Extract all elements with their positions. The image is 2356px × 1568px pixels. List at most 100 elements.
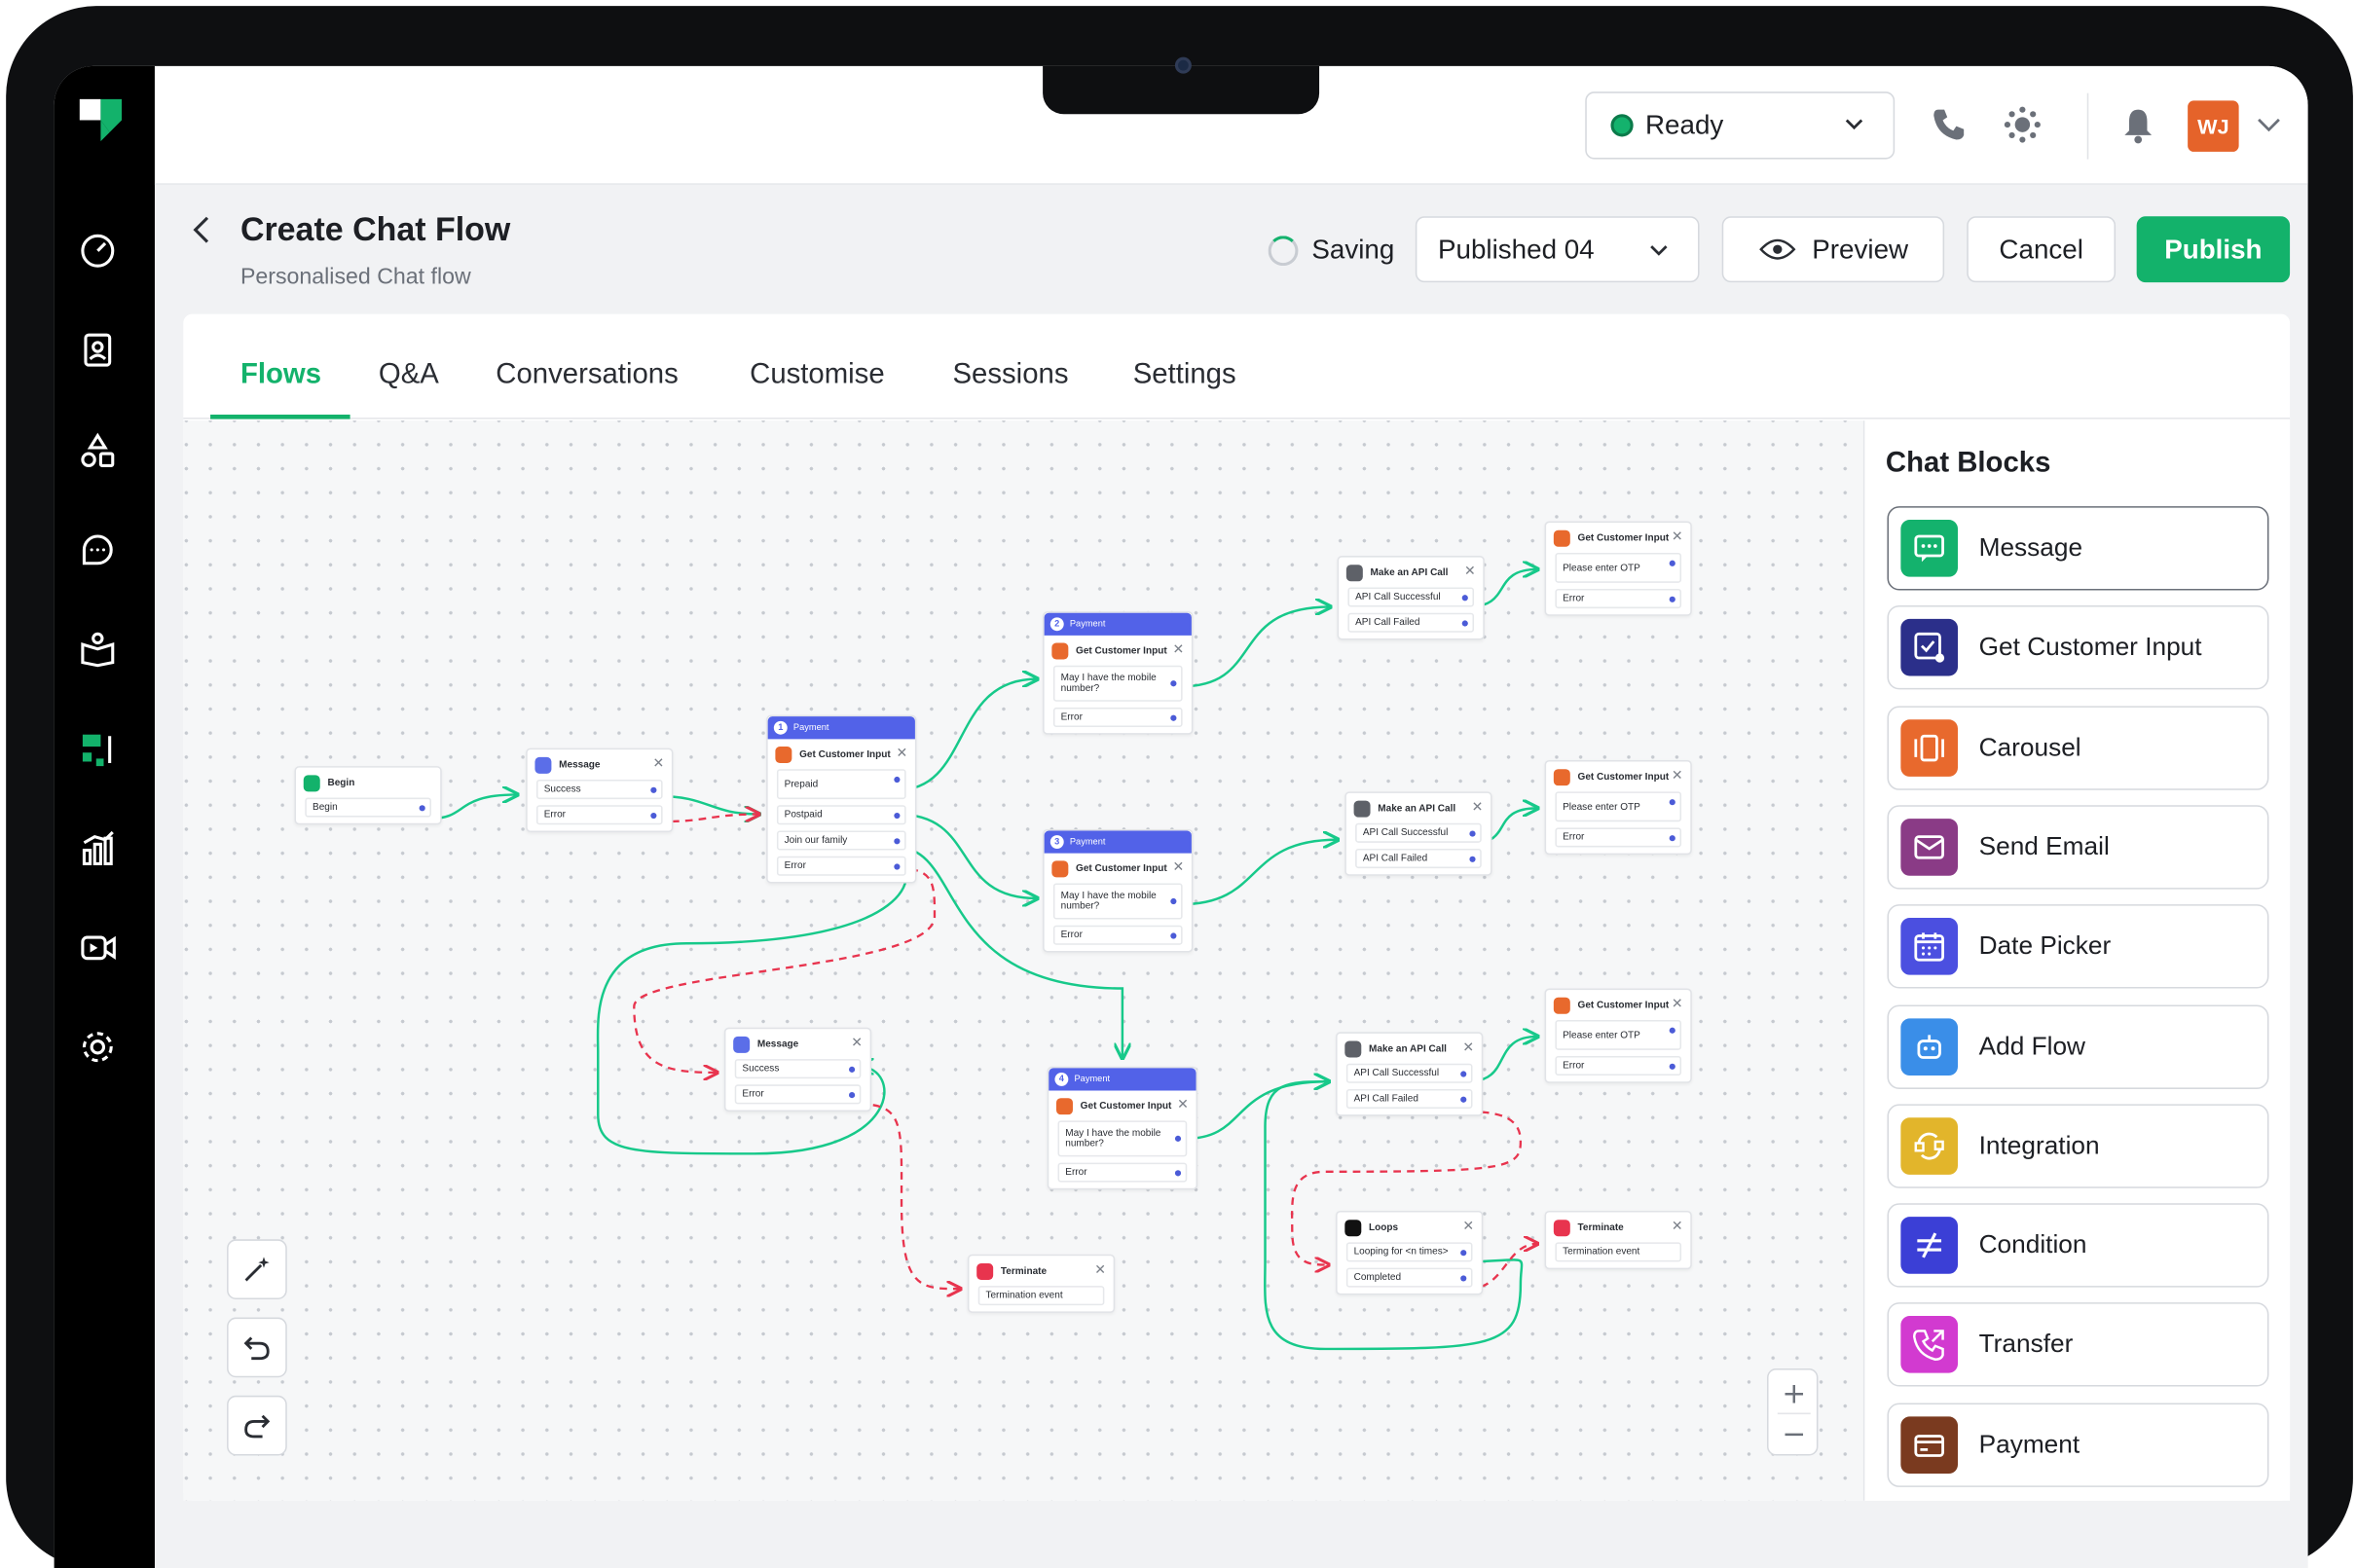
undo-button[interactable] <box>227 1317 287 1378</box>
otp-input-node-2[interactable]: Get Customer Input✕ Please enter OTP Err… <box>1544 759 1692 856</box>
status-select[interactable]: Ready <box>1585 91 1896 160</box>
close-icon[interactable]: ✕ <box>1671 996 1683 1011</box>
tab-qa[interactable]: Q&A <box>378 358 439 391</box>
api-call-node-1[interactable]: Make an API Call✕ API Call Successful AP… <box>1337 556 1485 640</box>
message-node-2[interactable]: Message✕ Success Error <box>723 1027 872 1112</box>
redo-button[interactable] <box>227 1395 287 1456</box>
node-row: API Call Failed <box>1353 1093 1418 1105</box>
close-icon[interactable]: ✕ <box>1671 1218 1683 1234</box>
contacts-icon[interactable] <box>78 331 117 370</box>
chat-block-payment[interactable]: Payment <box>1887 1403 2269 1487</box>
api-call-node-2[interactable]: Make an API Call✕ API Call Successful AP… <box>1344 791 1492 876</box>
node-title: Make an API Call <box>1370 566 1449 578</box>
close-icon[interactable]: ✕ <box>1463 563 1476 579</box>
close-icon[interactable]: ✕ <box>1462 1218 1475 1234</box>
close-icon[interactable]: ✕ <box>1172 641 1185 657</box>
close-icon[interactable]: ✕ <box>652 755 665 771</box>
chat-block-condition[interactable]: Condition <box>1887 1203 2269 1288</box>
settings-gear-icon[interactable] <box>78 1028 117 1067</box>
chat-block-carousel[interactable]: Carousel <box>1887 705 2269 790</box>
flow-connections <box>429 420 1862 1351</box>
preview-button[interactable]: Preview <box>1721 216 1945 283</box>
wire <box>596 855 908 1155</box>
analytics-icon[interactable] <box>78 829 117 868</box>
phone-icon[interactable] <box>1930 105 1969 144</box>
step-badge: 2 <box>1049 617 1064 632</box>
otp-input-node-1[interactable]: Get Customer Input✕ Please enter OTP Err… <box>1544 521 1692 616</box>
step-badge: 4 <box>1054 1072 1069 1086</box>
eye-icon <box>1759 238 1796 260</box>
node-title: Make an API Call <box>1378 802 1456 814</box>
wire <box>657 815 758 823</box>
magic-wand-button[interactable] <box>227 1239 287 1300</box>
loops-node[interactable]: Loops✕ Looping for <n times> Completed <box>1336 1210 1484 1295</box>
chat-block-send-email[interactable]: Send Email <box>1887 805 2269 890</box>
wire <box>859 1103 960 1289</box>
calendar-icon <box>1900 918 1959 975</box>
node-title: Get Customer Input <box>1577 1000 1670 1010</box>
close-icon[interactable]: ✕ <box>1094 1261 1106 1277</box>
wire <box>1264 1081 1524 1351</box>
cancel-button[interactable]: Cancel <box>1967 216 2117 283</box>
terminate-node-2[interactable]: Terminate✕ Termination event <box>1544 1210 1692 1270</box>
chevron-down-icon <box>1650 245 1668 256</box>
chat-block-label: Send Email <box>1978 831 2110 861</box>
close-icon[interactable]: ✕ <box>896 745 908 760</box>
chat-block-get-customer-input[interactable]: Get Customer Input <box>1887 605 2269 690</box>
tab-customise[interactable]: Customise <box>750 358 885 391</box>
message-icon <box>534 756 552 774</box>
chat-block-date-picker[interactable]: Date Picker <box>1887 904 2269 989</box>
otp-input-node-3[interactable]: Get Customer Input✕ Please enter OTP Err… <box>1544 988 1692 1083</box>
close-icon[interactable]: ✕ <box>1172 858 1185 875</box>
shapes-icon[interactable] <box>78 431 117 470</box>
terminate-node-1[interactable]: Terminate✕ Termination event <box>967 1254 1116 1313</box>
chat-block-message[interactable]: Message <box>1887 506 2269 591</box>
wire <box>1181 607 1330 688</box>
chat-blocks-title: Chat Blocks <box>1885 447 2051 480</box>
back-arrow-icon[interactable] <box>189 215 216 245</box>
flows-icon[interactable] <box>78 730 117 769</box>
node-row: API Call Successful <box>1355 592 1441 602</box>
close-icon[interactable]: ✕ <box>1462 1039 1475 1055</box>
close-icon[interactable]: ✕ <box>1471 799 1484 815</box>
node-title: Get Customer Input <box>1076 644 1167 656</box>
chat-block-label: Transfer <box>1978 1330 2074 1359</box>
knowledge-book-icon[interactable] <box>78 630 117 669</box>
bell-icon[interactable] <box>2118 105 2157 144</box>
status-dot-icon <box>1610 114 1634 137</box>
close-icon[interactable]: ✕ <box>1671 529 1683 544</box>
flow-editor-panel: Flows Q&A Conversations Customise Sessio… <box>183 313 2291 1501</box>
sun-icon[interactable] <box>2003 105 2042 144</box>
tab-flows[interactable]: Flows <box>239 358 322 391</box>
tab-sessions[interactable]: Sessions <box>952 358 1069 391</box>
begin-node[interactable]: Begin Begin <box>294 766 442 825</box>
close-icon[interactable]: ✕ <box>851 1035 863 1050</box>
api-call-node-3[interactable]: Make an API Call✕ API Call Successful AP… <box>1336 1032 1484 1116</box>
chevron-down-icon <box>1845 119 1863 130</box>
node-title: Message <box>756 1039 799 1050</box>
tab-conversations[interactable]: Conversations <box>496 358 679 391</box>
node-row: Error <box>543 809 567 820</box>
dashboard-gauge-icon[interactable] <box>78 232 117 271</box>
chat-block-transfer[interactable]: Transfer <box>1887 1302 2269 1388</box>
message-node[interactable]: Message✕ Success Error <box>526 748 674 833</box>
video-icon[interactable] <box>78 929 117 967</box>
tab-settings[interactable]: Settings <box>1132 358 1236 391</box>
version-select[interactable]: Published 04 <box>1415 216 1700 283</box>
version-value: Published 04 <box>1438 233 1595 264</box>
publish-button[interactable]: Publish <box>2136 216 2291 283</box>
close-icon[interactable]: ✕ <box>1177 1096 1189 1112</box>
close-icon[interactable]: ✕ <box>1671 767 1683 784</box>
node-title: Message <box>559 759 601 770</box>
chevron-down-icon[interactable] <box>2256 111 2283 138</box>
chat-icon[interactable] <box>78 530 117 569</box>
chat-block-add-flow[interactable]: Add Flow <box>1887 1003 2269 1089</box>
avatar[interactable]: WJ <box>2188 100 2239 152</box>
node-title: Get Customer Input <box>1577 532 1670 543</box>
chat-block-integration[interactable]: Integration <box>1887 1104 2269 1188</box>
